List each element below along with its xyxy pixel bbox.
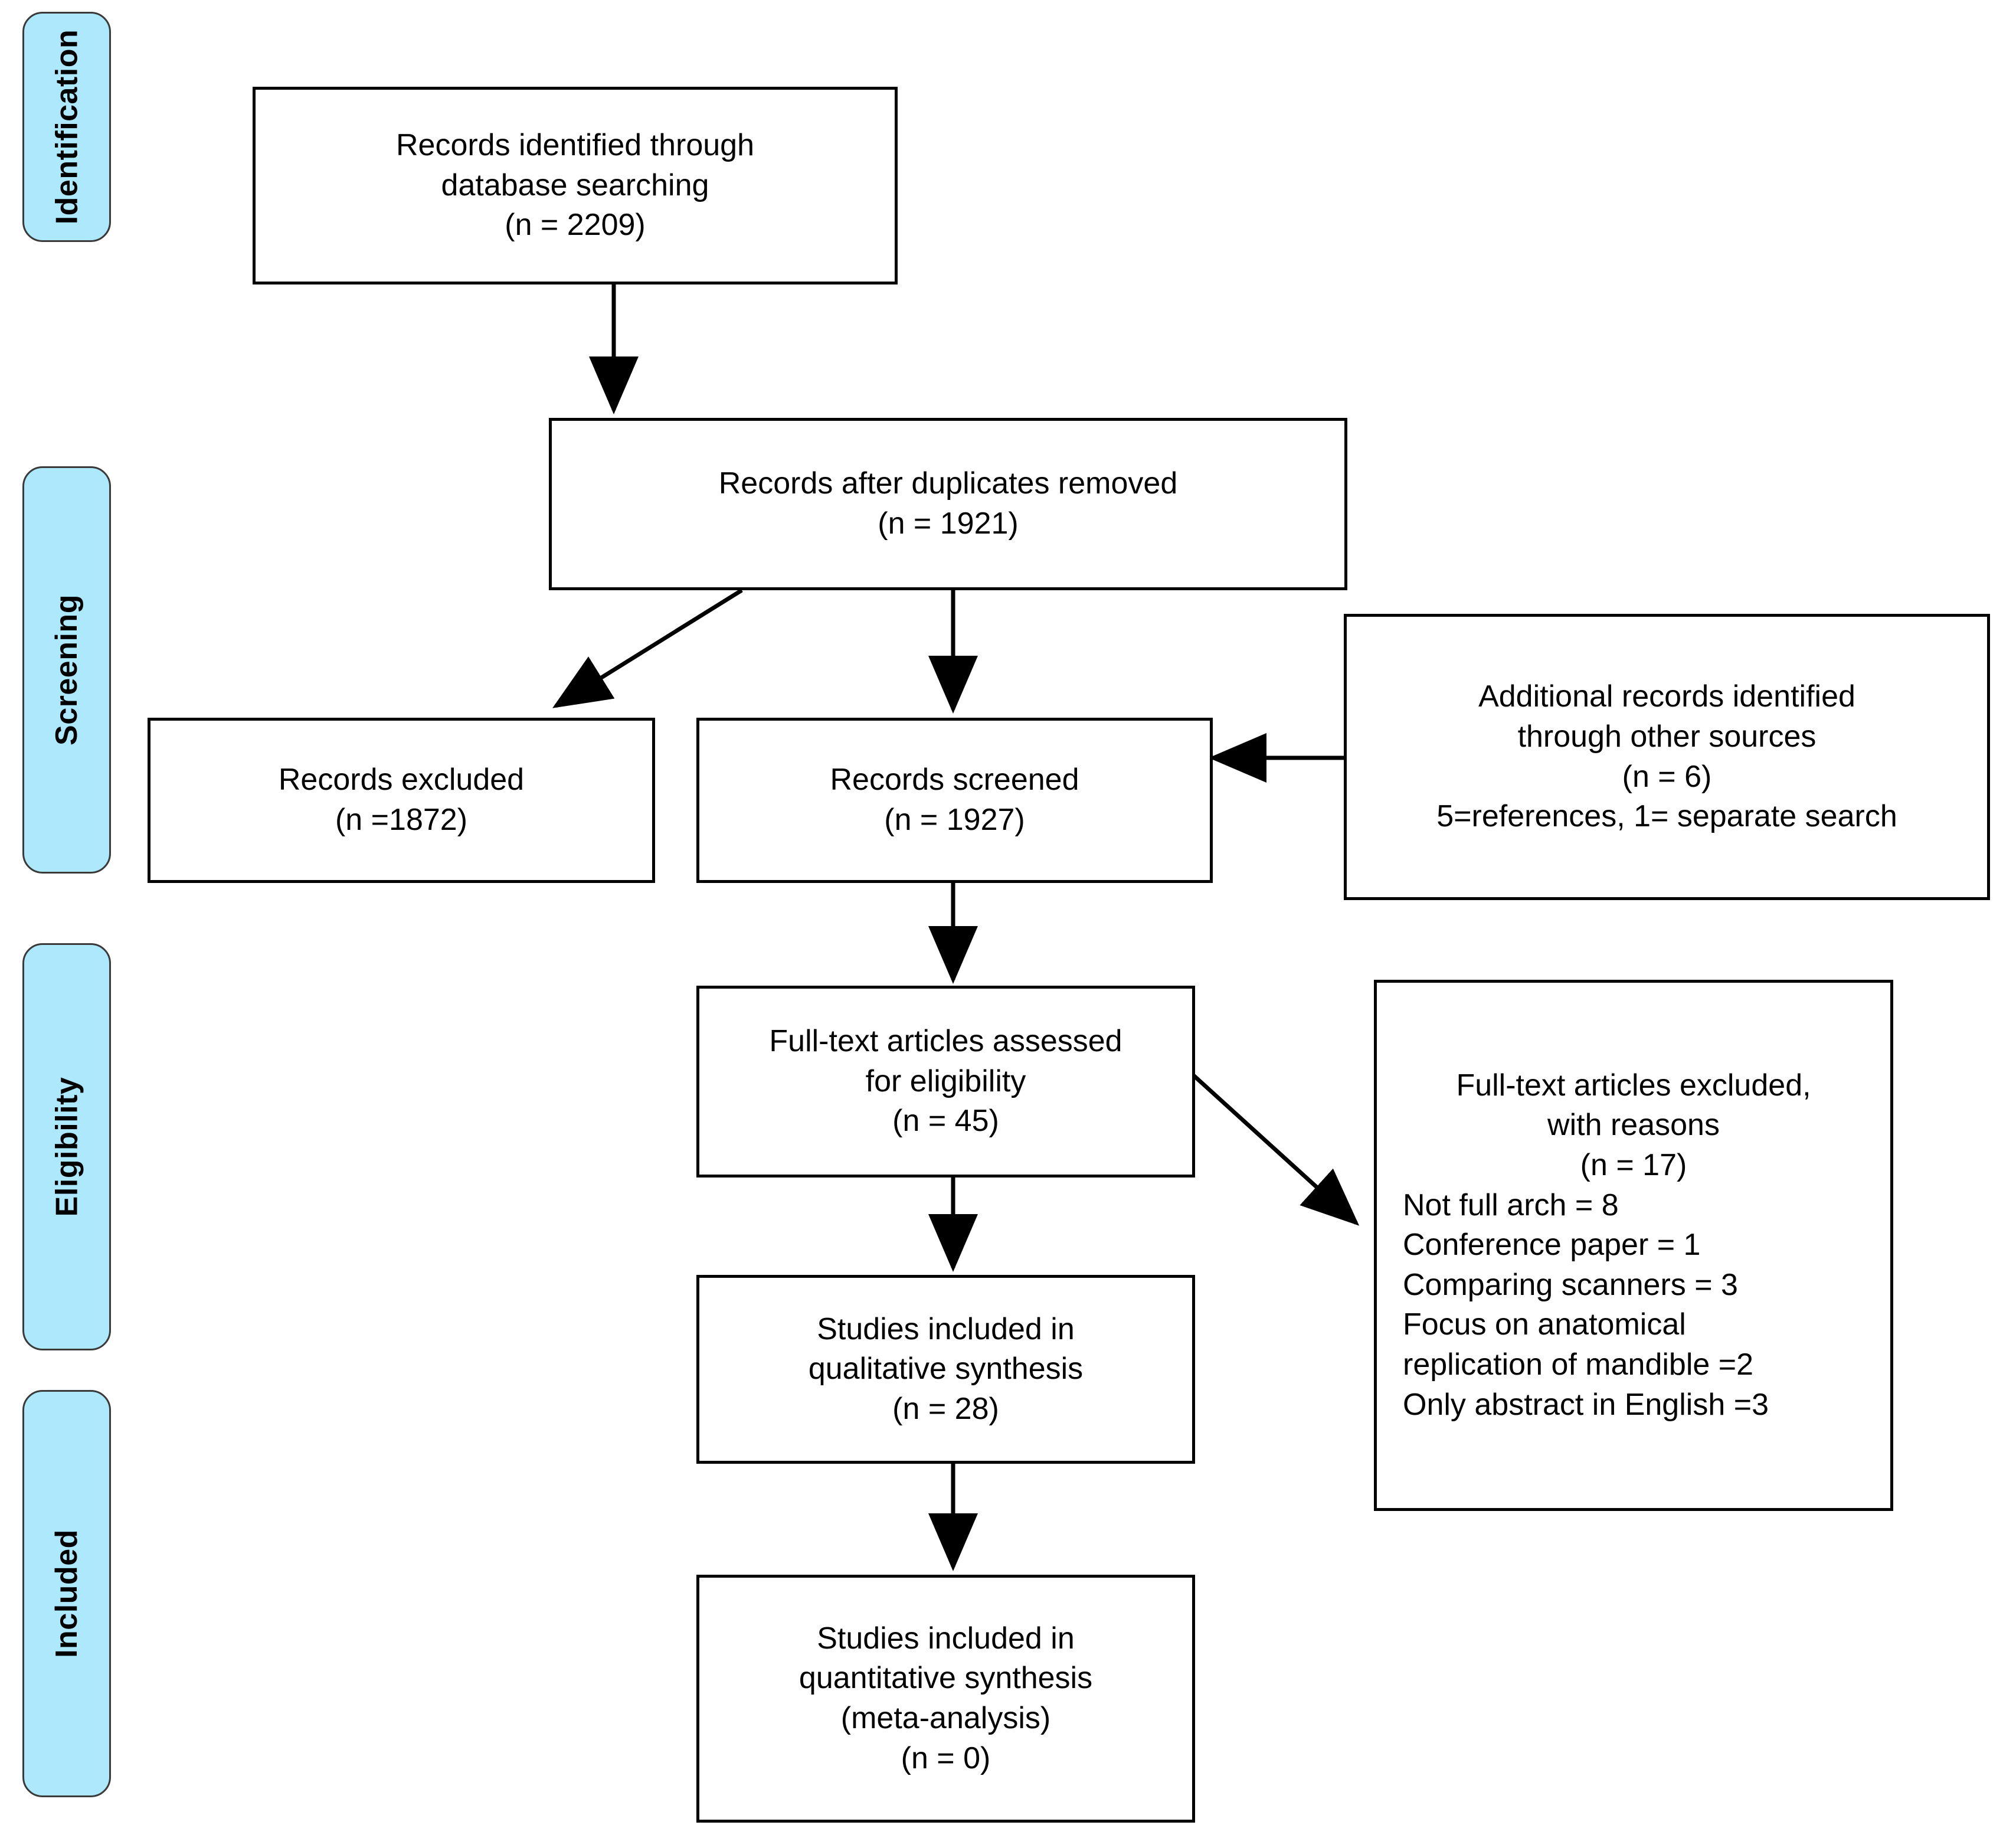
box-fulltext-excluded-reason-6: Only abstract in English =3	[1403, 1387, 1769, 1422]
box-records-identified-line-1: Records identified through	[395, 128, 755, 163]
stage-pill-eligibility: Eligibility	[22, 943, 111, 1350]
box-fulltext-assessed-line-2: for eligibility	[865, 1064, 1026, 1098]
box-additional-records-line-3: (n = 6)	[1622, 759, 1712, 794]
box-fulltext-excluded-line-1: Full-text articles excluded,	[1456, 1068, 1811, 1103]
box-fulltext-assessed-line-1: Full-text articles assessed	[769, 1024, 1122, 1059]
box-additional-records-line-4: 5=references, 1= separate search	[1436, 799, 1897, 834]
edge-fulltext-assessed-to-fulltext-excluded	[1189, 1071, 1360, 1226]
box-quantitative-synthesis: Studies included in quantitative synthes…	[696, 1575, 1195, 1823]
box-qualitative-synthesis-line-1: Studies included in	[817, 1311, 1075, 1346]
box-records-identified: Records identified through database sear…	[253, 87, 898, 284]
box-records-identified-line-2: database searching	[441, 168, 709, 202]
box-records-excluded: Records excluded (n =1872)	[148, 718, 655, 883]
box-qualitative-synthesis-line-2: qualitative synthesis	[808, 1352, 1084, 1386]
box-additional-records: Additional records identified through ot…	[1344, 614, 1990, 900]
box-records-identified-line-3: (n = 2209)	[505, 208, 646, 243]
box-fulltext-excluded: Full-text articles excluded, with reason…	[1374, 980, 1893, 1511]
box-qualitative-synthesis: Studies included in qualitative synthesi…	[696, 1275, 1195, 1464]
box-records-after-duplicates: Records after duplicates removed (n = 19…	[549, 418, 1347, 590]
box-records-screened-line-2: (n = 1927)	[884, 803, 1025, 837]
stage-pill-screening: Screening	[22, 466, 111, 874]
box-qualitative-synthesis-line-3: (n = 28)	[892, 1391, 999, 1426]
box-records-excluded-line-1: Records excluded	[278, 763, 525, 797]
stage-label-eligibility: Eligibility	[50, 1077, 84, 1217]
stage-pill-included: Included	[22, 1390, 111, 1797]
box-records-screened: Records screened (n = 1927)	[696, 718, 1213, 883]
box-fulltext-excluded-reason-1: Not full arch = 8	[1403, 1188, 1619, 1222]
stage-label-included: Included	[50, 1529, 84, 1658]
box-fulltext-excluded-reason-2: Conference paper = 1	[1403, 1228, 1701, 1262]
box-additional-records-line-1: Additional records identified	[1478, 679, 1855, 714]
box-quantitative-synthesis-line-4: (n = 0)	[901, 1741, 991, 1775]
box-quantitative-synthesis-line-1: Studies included in	[817, 1621, 1075, 1656]
box-records-excluded-line-2: (n =1872)	[335, 803, 468, 837]
box-records-after-duplicates-line-2: (n = 1921)	[878, 506, 1019, 541]
box-records-screened-line-1: Records screened	[830, 763, 1079, 797]
box-additional-records-line-2: through other sources	[1517, 719, 1817, 754]
stage-label-screening: Screening	[50, 594, 84, 745]
box-fulltext-excluded-reason-5: replication of mandible =2	[1403, 1347, 1754, 1382]
box-quantitative-synthesis-line-2: quantitative synthesis	[798, 1661, 1093, 1696]
box-fulltext-assessed-line-3: (n = 45)	[892, 1104, 999, 1139]
box-fulltext-excluded-reason-4: Focus on anatomical	[1403, 1307, 1686, 1342]
edge-after-duplicates-to-records-excluded	[552, 588, 743, 708]
box-fulltext-excluded-line-3: (n = 17)	[1580, 1148, 1687, 1183]
box-fulltext-excluded-line-2: with reasons	[1547, 1108, 1720, 1143]
stage-label-identification: Identification	[50, 29, 84, 225]
box-quantitative-synthesis-line-3: (meta-analysis)	[840, 1701, 1051, 1735]
box-fulltext-excluded-reason-3: Comparing scanners = 3	[1403, 1267, 1738, 1302]
box-fulltext-assessed: Full-text articles assessed for eligibil…	[696, 986, 1195, 1178]
stage-pill-identification: Identification	[22, 12, 111, 242]
box-records-after-duplicates-line-1: Records after duplicates removed	[718, 466, 1178, 501]
